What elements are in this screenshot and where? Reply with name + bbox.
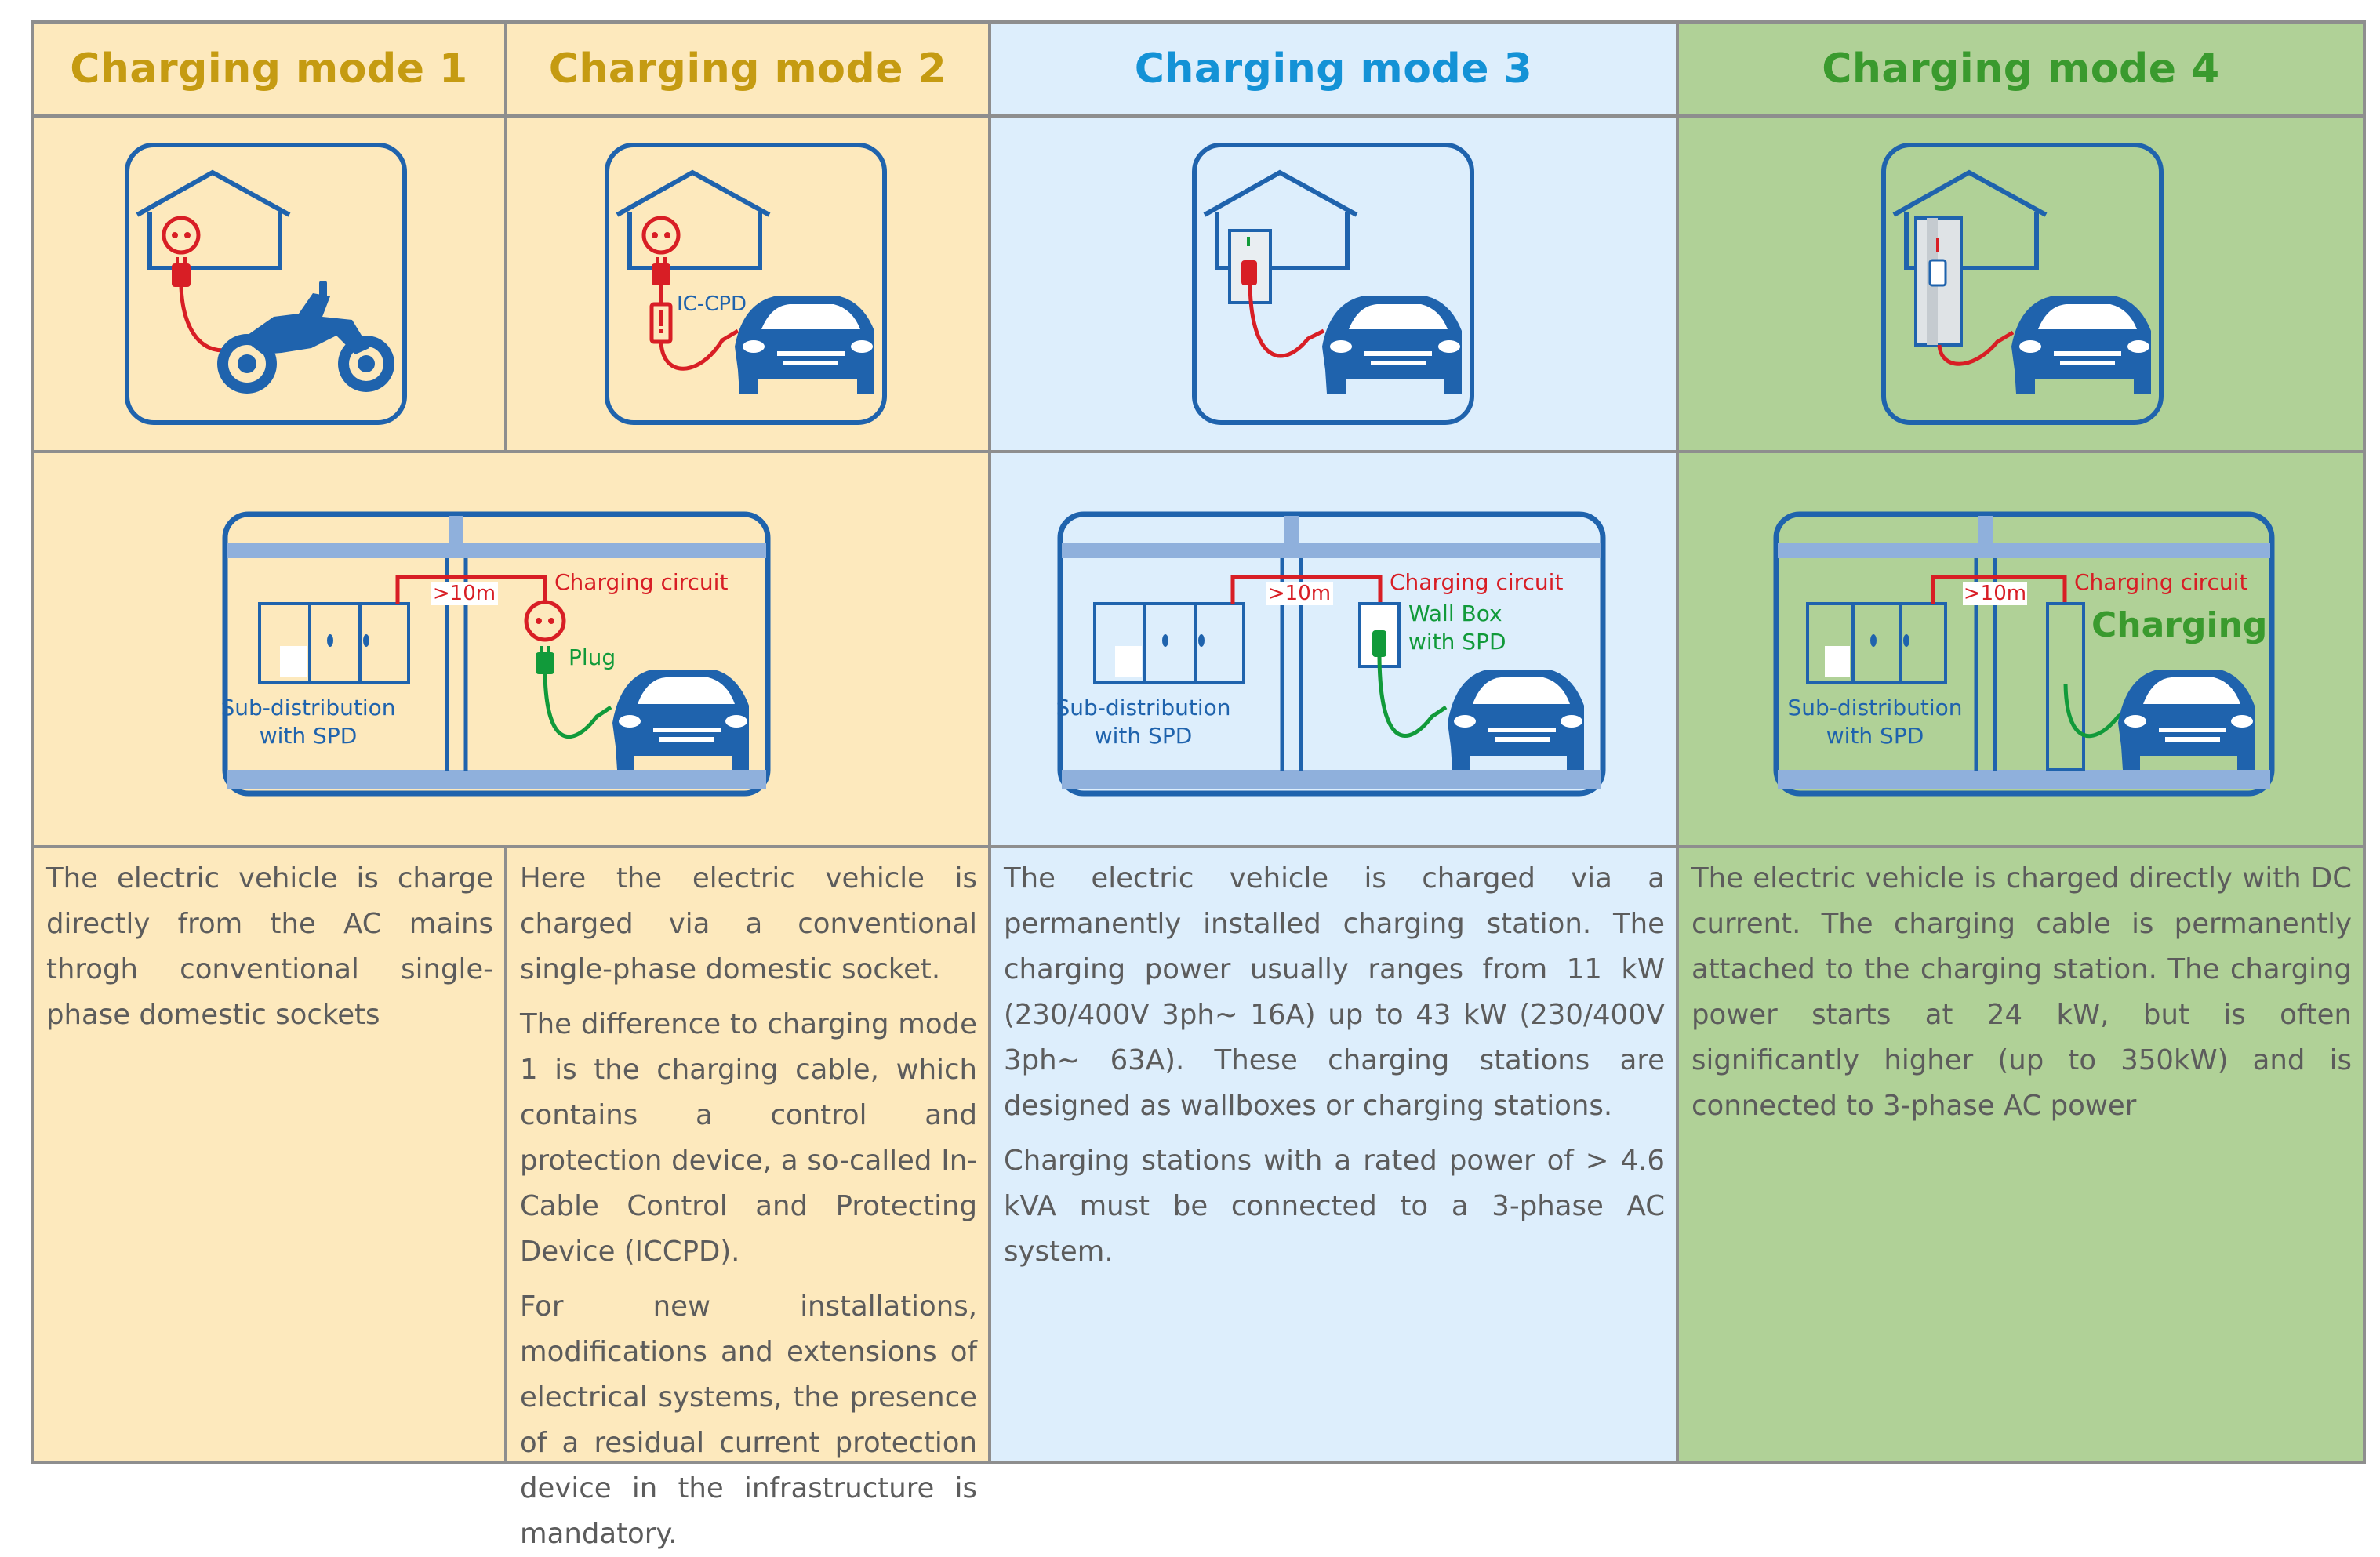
mode-4-title: Charging mode 4 xyxy=(1822,45,2220,93)
subdist-label-line2: with SPD xyxy=(260,723,358,749)
description-mode-1: The electric vehicle is charge directly … xyxy=(31,845,507,1464)
car-shape xyxy=(2011,296,2151,394)
diagram-cell-mode-4: >10m Charging circuit Sub-distribution w… xyxy=(1676,450,2366,848)
installation-diagram-plug: >10m Charging circuit Sub-distribution w… xyxy=(222,511,771,797)
subdist-label-line2: with SPD xyxy=(1095,723,1193,749)
subdist-label-line1: Sub-distribution xyxy=(1788,695,1963,720)
iccpd-label: IC-CPD xyxy=(677,292,747,316)
mode-1-paragraph-1: The electric vehicle is charge directly … xyxy=(46,862,493,1031)
icon-cell-mode-3 xyxy=(988,114,1679,453)
header-mode-4: Charging mode 4 xyxy=(1676,20,2366,118)
plug-label: Plug xyxy=(569,644,616,670)
car-shape xyxy=(1322,296,1462,394)
mode-4-paragraph-1: The electric vehicle is charged directly… xyxy=(1691,862,2352,1122)
description-mode-4: The electric vehicle is charged directly… xyxy=(1676,845,2366,1464)
wallbox-label-line1: Wall Box xyxy=(1408,601,1502,626)
diagram-cell-modes-1-2: >10m Charging circuit Sub-distribution w… xyxy=(31,450,991,848)
mode-3-paragraph-2: Charging stations with a rated power of … xyxy=(1004,1145,1665,1268)
house-wallbox-car-icon xyxy=(1192,143,1474,425)
mode-3-title: Charging mode 3 xyxy=(1134,45,1533,93)
house-charging-station-car-icon xyxy=(1881,143,2164,425)
charging-circuit-label: Charging circuit xyxy=(2074,569,2247,595)
installation-diagram-wallbox: >10m Charging circuit Sub-distribution w… xyxy=(1057,511,1606,797)
motorcycle-shape xyxy=(217,281,394,394)
charging-label: Charging xyxy=(2091,605,2267,645)
icon-cell-mode-2: IC-CPD xyxy=(504,114,991,453)
car-shape xyxy=(2118,670,2255,770)
diagram-cell-mode-3: >10m Charging circuit Sub-distribution w… xyxy=(988,450,1679,848)
charging-circuit-label: Charging circuit xyxy=(554,569,728,595)
icon-cell-mode-1 xyxy=(31,114,507,453)
subdist-label-line2: with SPD xyxy=(1826,723,1924,749)
car-shape xyxy=(735,296,874,394)
house-socket-motorcycle-icon xyxy=(125,143,407,425)
subdist-label-line1: Sub-distribution xyxy=(1057,695,1230,720)
mode-3-paragraph-1: The electric vehicle is charged via a pe… xyxy=(1004,862,1665,1122)
car-shape xyxy=(612,670,749,770)
wallbox-label-line2: with SPD xyxy=(1408,629,1506,655)
mode-2-paragraph-2: The difference to charging mode 1 is the… xyxy=(520,1008,977,1268)
distance-label: >10m xyxy=(1268,582,1331,605)
header-mode-1: Charging mode 1 xyxy=(31,20,507,118)
charging-circuit-label: Charging circuit xyxy=(1390,569,1563,595)
subdist-label-line1: Sub-distribution xyxy=(222,695,395,720)
description-mode-2: Here the electric vehicle is charged via… xyxy=(504,845,991,1550)
mode-1-title: Charging mode 1 xyxy=(70,45,468,93)
car-shape xyxy=(1448,670,1584,770)
distance-label: >10m xyxy=(1964,582,2026,605)
house-socket-iccpd-car-icon: IC-CPD xyxy=(605,143,887,425)
description-mode-3: The electric vehicle is charged via a pe… xyxy=(988,845,1679,1464)
header-mode-2: Charging mode 2 xyxy=(504,20,991,118)
distance-label: >10m xyxy=(433,582,496,605)
mode-2-paragraph-1: Here the electric vehicle is charged via… xyxy=(520,862,977,985)
icon-cell-mode-4 xyxy=(1676,114,2366,453)
mode-2-title: Charging mode 2 xyxy=(548,45,947,93)
mode-2-paragraph-3: For new installations, modifications and… xyxy=(520,1290,977,1550)
installation-diagram-charging-station: >10m Charging circuit Sub-distribution w… xyxy=(1773,511,2275,797)
header-mode-3: Charging mode 3 xyxy=(988,20,1679,118)
charging-modes-table: Charging mode 1 Charging mode 2 Charging… xyxy=(31,20,2366,1550)
